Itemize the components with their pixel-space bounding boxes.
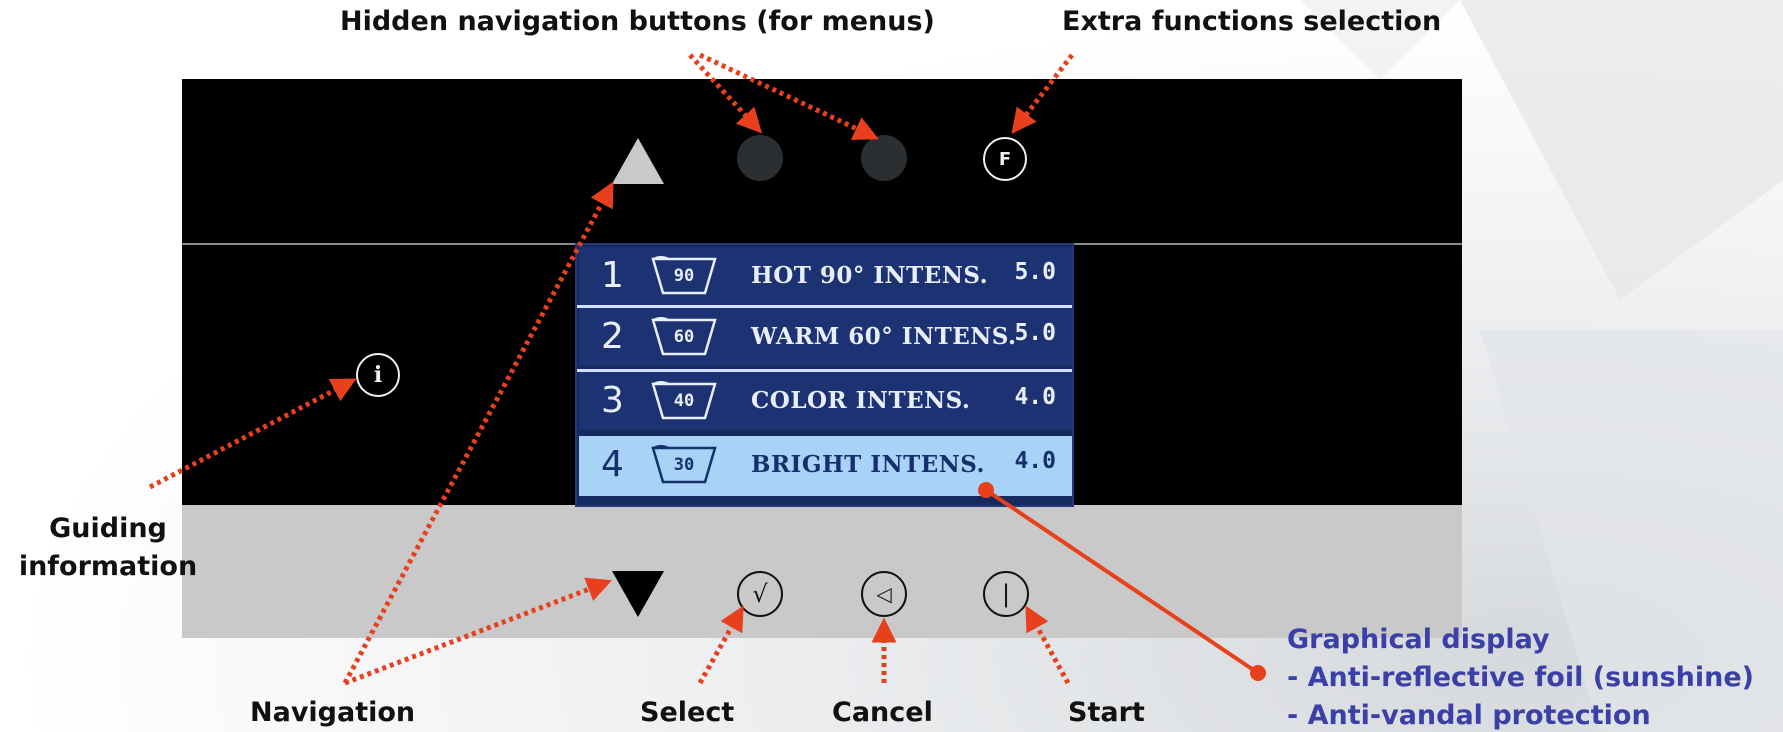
arrow-display-end-dot [1250, 665, 1266, 681]
program-name: WARM 60° INTENS. [751, 323, 1017, 350]
wash-temp: 40 [673, 391, 695, 411]
program-name: BRIGHT INTENS. [751, 451, 986, 478]
select-button[interactable]: √ [737, 571, 783, 617]
arrow-info [148, 378, 357, 490]
arrow-nav-down [344, 577, 613, 686]
graphical-display: 1 90 HOT 90° INTENS. 5.0 2 60 WARM 60° I… [575, 243, 1074, 507]
program-row-1[interactable]: 1 90 HOT 90° INTENS. 5.0 [579, 247, 1072, 305]
extra-functions-button[interactable]: F [983, 137, 1027, 181]
program-name: HOT 90° INTENS. [751, 262, 989, 289]
label-feature-2: - Anti-vandal protection [1287, 700, 1651, 731]
program-number: 3 [601, 380, 624, 421]
label-feature-1: - Anti-reflective foil (sunshine) [1287, 662, 1755, 693]
program-number: 1 [601, 255, 624, 296]
arrow-start [1025, 605, 1071, 685]
arrow-extra [1011, 53, 1074, 134]
wash-temp: 90 [673, 266, 695, 286]
row-divider [577, 305, 1072, 308]
program-row-4-selected[interactable]: 4 30 BRIGHT INTENS. 4.0 [579, 436, 1072, 496]
up-arrow-button[interactable] [610, 136, 666, 186]
program-number: 2 [601, 316, 624, 357]
checkmark-icon: √ [752, 580, 768, 608]
wash-tub-icon: 30 [651, 444, 717, 486]
power-icon: | [1001, 580, 1011, 608]
arrow-hidden-2 [698, 52, 879, 140]
arrow-hidden-1 [688, 53, 763, 134]
label-guiding-information: Guiding information [8, 510, 208, 586]
wash-tub-icon: 90 [651, 255, 717, 297]
label-extra-functions: Extra functions selection [1062, 6, 1442, 37]
hidden-nav-button-1[interactable] [737, 135, 783, 181]
arrow-select [697, 605, 744, 685]
wash-temp: 60 [673, 327, 695, 347]
program-row-3[interactable]: 3 40 COLOR INTENS. 4.0 [579, 372, 1072, 430]
program-number: 4 [601, 444, 624, 485]
arrow-display-start-dot [978, 482, 994, 498]
cancel-button[interactable]: ◁ [861, 571, 907, 617]
program-value: 4.0 [1014, 448, 1056, 474]
program-name: COLOR INTENS. [751, 387, 971, 414]
info-icon: i [373, 362, 383, 388]
label-guiding-line2: information [18, 551, 198, 582]
panel-top-section [182, 79, 1462, 243]
arrow-display [984, 488, 1260, 675]
label-hidden-nav: Hidden navigation buttons (for menus) [340, 6, 935, 37]
label-guiding-line1: Guiding [49, 513, 167, 544]
label-graphical-display: Graphical display [1287, 624, 1550, 655]
wash-tub-icon: 60 [651, 316, 717, 358]
label-navigation: Navigation [250, 697, 416, 728]
row-divider [577, 369, 1072, 372]
start-button[interactable]: | [983, 571, 1029, 617]
wash-tub-icon: 40 [651, 380, 717, 422]
f-label: F [998, 148, 1012, 170]
program-value: 5.0 [1014, 259, 1056, 285]
label-cancel: Cancel [832, 697, 933, 728]
arrow-nav-up [342, 181, 614, 685]
program-row-2[interactable]: 2 60 WARM 60° INTENS. 5.0 [579, 308, 1072, 366]
program-value: 4.0 [1014, 384, 1056, 410]
hidden-nav-button-2[interactable] [861, 135, 907, 181]
label-select: Select [640, 697, 735, 728]
program-value: 5.0 [1014, 320, 1056, 346]
panel-bottom-section [182, 505, 1462, 638]
wash-temp: 30 [673, 455, 695, 475]
info-button[interactable]: i [356, 353, 400, 397]
back-arrow-icon: ◁ [876, 582, 892, 606]
down-arrow-button[interactable] [610, 569, 666, 619]
label-start: Start [1068, 697, 1145, 728]
